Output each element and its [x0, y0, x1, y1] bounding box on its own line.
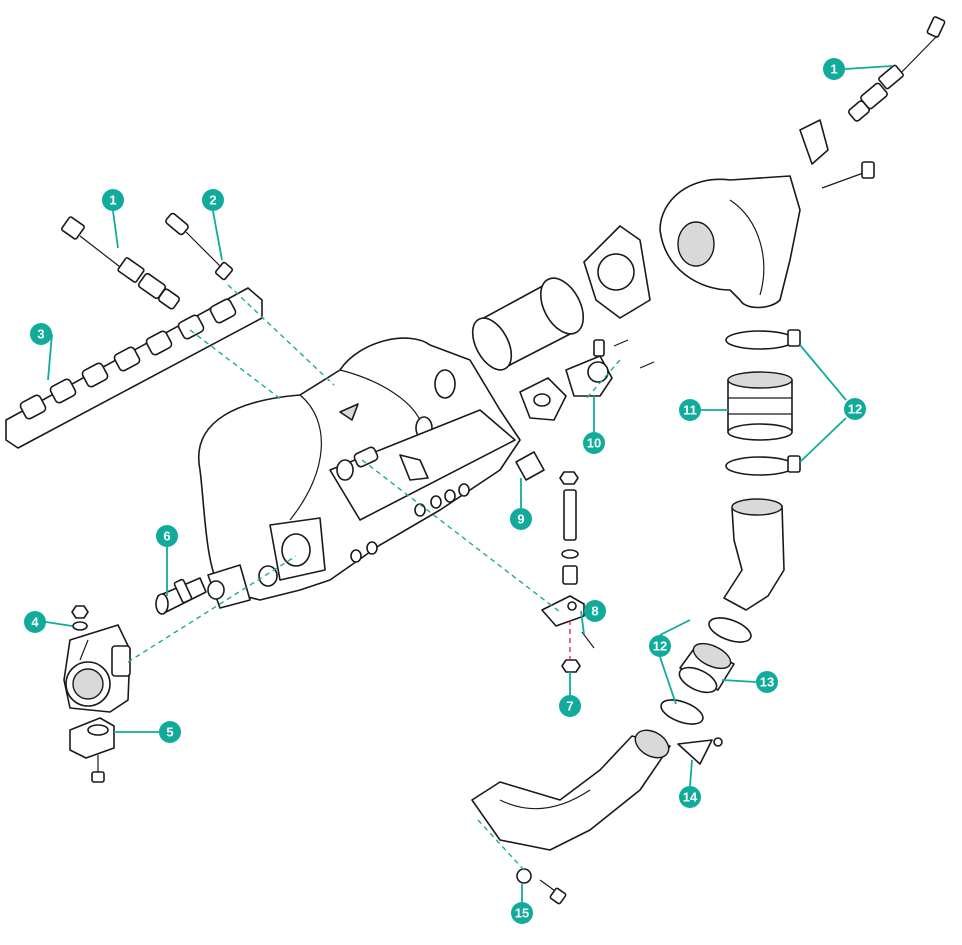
callout-1-left: 1 — [102, 189, 124, 211]
temperature-sensor — [165, 212, 234, 281]
callout-12-lower: 12 — [649, 635, 671, 657]
callout-label: 12 — [653, 639, 667, 654]
callout-label: 7 — [566, 699, 573, 714]
callout-circle — [156, 525, 178, 547]
turbo-outlet-housing — [659, 119, 875, 309]
callout-11: 11 — [679, 399, 701, 421]
oxygen-sensor-left — [61, 216, 181, 310]
callout-label: 14 — [683, 790, 698, 805]
callout-circle — [102, 189, 124, 211]
callout-circle — [823, 58, 845, 80]
callout-label: 2 — [209, 193, 216, 208]
intake-manifold — [197, 337, 521, 609]
callout-12-right: 12 — [844, 398, 866, 420]
valve-assembly — [519, 339, 655, 421]
leader-line — [659, 656, 677, 705]
throttle-body — [63, 624, 131, 713]
alignment-guide — [189, 329, 283, 401]
callout-circle — [649, 635, 671, 657]
alignment-guide — [227, 284, 335, 386]
small-clamp-upper — [708, 617, 752, 643]
callout-label: 12 — [848, 402, 862, 417]
callout-2: 2 — [202, 189, 224, 211]
callout-label: 10 — [587, 436, 601, 451]
callout-label: 8 — [591, 604, 598, 619]
callout-4: 4 — [24, 611, 46, 633]
callout-9: 9 — [510, 508, 532, 530]
bent-pipe — [723, 498, 785, 611]
callout-circle — [159, 721, 181, 743]
callout-6: 6 — [156, 525, 178, 547]
leader-line — [45, 621, 73, 627]
leader-lines — [45, 65, 893, 902]
leader-line — [659, 619, 691, 636]
hose-clamp-lower — [725, 455, 801, 476]
coupler-hose — [727, 371, 793, 441]
alignment-guide — [127, 555, 297, 663]
callout-1-top-right: 1 — [823, 58, 845, 80]
callout-7: 7 — [559, 695, 581, 717]
leader-line — [721, 679, 757, 683]
callout-10: 10 — [583, 432, 605, 454]
callout-circle — [510, 508, 532, 530]
callout-circle — [756, 671, 778, 693]
alignment-guide — [477, 819, 525, 871]
flange-gasket — [583, 225, 651, 319]
small-clamp-lower — [660, 699, 704, 725]
manifold-gasket — [5, 287, 263, 449]
callout-circle — [584, 600, 606, 622]
callout-label: 5 — [166, 725, 173, 740]
callout-label: 1 — [830, 62, 837, 77]
nut-and-washer — [71, 605, 89, 631]
callout-label: 3 — [37, 327, 44, 342]
callout-circle — [30, 323, 52, 345]
callout-circle — [559, 695, 581, 717]
callout-label: 1 — [109, 193, 116, 208]
callout-label: 13 — [760, 675, 774, 690]
leader-line — [212, 210, 223, 261]
oxygen-sensor-top-right — [848, 16, 946, 122]
lower-intake-pipe — [471, 729, 671, 851]
throttle-position-sensor — [69, 717, 115, 783]
callout-circle — [511, 902, 533, 924]
hose-clamp-upper — [725, 329, 801, 350]
callout-circle — [679, 399, 701, 421]
leader-line — [47, 333, 53, 381]
callout-circle — [844, 398, 866, 420]
hose-fitting — [155, 577, 207, 615]
callout-label: 15 — [515, 906, 529, 921]
washer-and-bolt — [516, 868, 567, 905]
filter-cartridge — [471, 277, 585, 371]
callout-5: 5 — [159, 721, 181, 743]
mounting-pad — [515, 451, 545, 481]
callout-label: 4 — [31, 615, 39, 630]
callout-label: 9 — [517, 512, 524, 527]
short-coupler — [678, 642, 735, 694]
leader-line — [844, 65, 893, 70]
leader-line — [112, 210, 119, 249]
leader-line — [689, 759, 693, 787]
callout-circle — [679, 786, 701, 808]
callout-label: 6 — [163, 529, 170, 544]
alignment-guides — [127, 284, 621, 871]
leader-line — [799, 344, 847, 401]
leader-line — [799, 417, 847, 463]
bracket-stud-stack — [541, 471, 595, 673]
alignment-guide — [361, 459, 561, 613]
end-cap — [677, 737, 723, 765]
callout-14: 14 — [679, 786, 701, 808]
callout-15: 15 — [511, 902, 533, 924]
callout-circle — [24, 611, 46, 633]
callout-13: 13 — [756, 671, 778, 693]
callout-label: 11 — [683, 403, 697, 418]
callout-circle — [583, 432, 605, 454]
leader-line — [580, 610, 585, 635]
callout-3: 3 — [30, 323, 52, 345]
callout-8: 8 — [584, 600, 606, 622]
callout-circle — [202, 189, 224, 211]
